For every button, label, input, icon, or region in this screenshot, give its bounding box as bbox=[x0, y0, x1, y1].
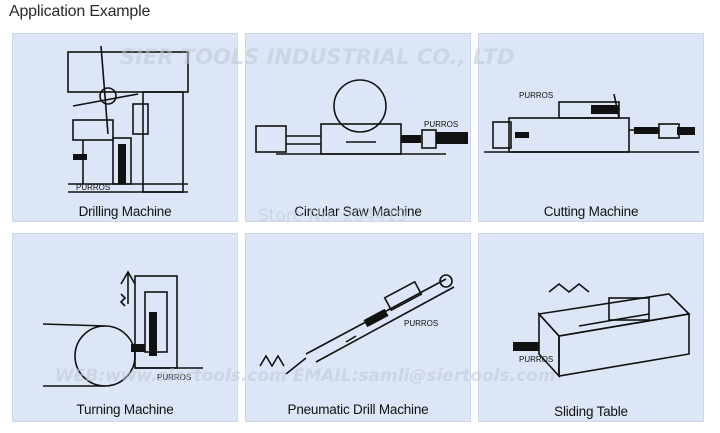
purros-label: PURROS bbox=[519, 355, 553, 364]
cutting-machine-illustration: PURROS bbox=[484, 91, 699, 153]
page-title: Application Example bbox=[9, 3, 151, 20]
caption-circular-saw-machine: Circular Saw Machine bbox=[294, 204, 422, 219]
tile-sliding-table: PURROS Sliding Table bbox=[478, 233, 704, 422]
sliding-table-illustration: PURROS bbox=[513, 282, 691, 379]
tile-cutting-machine: PURROS Cutting Machine bbox=[478, 33, 704, 222]
tile-turning-machine: PURROS Turning Machine bbox=[12, 233, 238, 422]
purros-label: PURROS bbox=[404, 319, 438, 328]
caption-drilling-machine: Drilling Machine bbox=[78, 204, 172, 219]
purros-label: PURROS bbox=[157, 373, 191, 382]
purros-label: PURROS bbox=[76, 183, 110, 192]
caption-cutting-machine: Cutting Machine bbox=[543, 204, 639, 219]
caption-pneumatic-drill-machine: Pneumatic Drill Machine bbox=[287, 402, 429, 417]
circular-saw-illustration: PURROS bbox=[255, 79, 468, 155]
tile-circular-saw-machine: PURROS Circular Saw Machine bbox=[245, 33, 471, 222]
caption-turning-machine: Turning Machine bbox=[76, 402, 174, 417]
tile-pneumatic-drill-machine: PURROS Pneumatic Drill Machine bbox=[245, 233, 471, 422]
caption-sliding-table: Sliding Table bbox=[554, 404, 628, 419]
purros-label: PURROS bbox=[519, 91, 553, 100]
pneumatic-drill-illustration: PURROS bbox=[259, 274, 455, 375]
purros-label: PURROS bbox=[424, 120, 458, 129]
drilling-machine-illustration: PURROS bbox=[67, 45, 189, 193]
tile-drilling-machine: PURROS Drilling Machine bbox=[12, 33, 238, 222]
turning-machine-illustration: PURROS bbox=[42, 270, 203, 387]
